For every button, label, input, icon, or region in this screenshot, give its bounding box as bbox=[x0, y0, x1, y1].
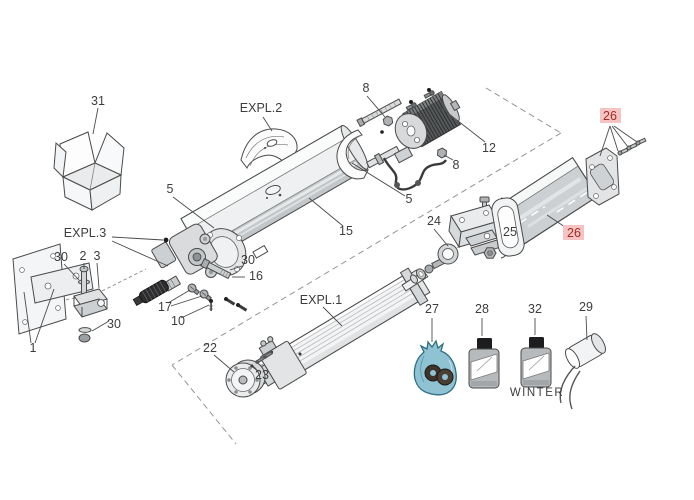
part-label-1: 1 bbox=[30, 341, 37, 355]
end-flange-part-26 bbox=[585, 137, 647, 206]
part-label-31: 31 bbox=[91, 94, 105, 108]
part-labels: 31 EXPL.2 8 12 8 5 5 15 EXPL.3 30 2 3 30… bbox=[30, 81, 621, 399]
screw-part-17 bbox=[187, 283, 200, 296]
oil-bottle-part-28 bbox=[468, 338, 500, 389]
flange-screw bbox=[617, 147, 629, 156]
oil-bottle-winter-part-32 bbox=[520, 337, 552, 388]
hex-nut-part-8-bottom bbox=[436, 147, 448, 159]
part-label-23: 23 bbox=[255, 368, 269, 382]
part-label-16: 16 bbox=[249, 269, 263, 283]
part-label-17: 17 bbox=[158, 300, 172, 314]
part-label-5b: 5 bbox=[406, 192, 413, 206]
capacitor-part-29 bbox=[559, 333, 606, 410]
part-label-28: 28 bbox=[475, 302, 489, 316]
clevis-fork-part-3 bbox=[73, 288, 108, 318]
part-label-32: 32 bbox=[528, 302, 542, 316]
dome-nut bbox=[78, 333, 91, 343]
part-label-5a: 5 bbox=[167, 182, 174, 196]
part-label-12: 12 bbox=[482, 141, 496, 155]
threaded-stud bbox=[356, 98, 402, 128]
motor-screw bbox=[423, 90, 435, 99]
part-label-24: 24 bbox=[427, 214, 441, 228]
end-cap-part-22 bbox=[225, 359, 266, 398]
hex-nut-part-8-top bbox=[382, 115, 394, 127]
part-label-30b: 30 bbox=[107, 317, 121, 331]
small-screw bbox=[236, 303, 248, 312]
motor-screw bbox=[405, 102, 417, 111]
part-label-25: 25 bbox=[503, 225, 517, 239]
part-label-22: 22 bbox=[203, 341, 217, 355]
part-label-8a: 8 bbox=[363, 81, 370, 95]
part-label-29: 29 bbox=[579, 300, 593, 314]
fastener-group bbox=[187, 258, 248, 312]
motor-part-12 bbox=[356, 88, 462, 159]
part-label-26a: 26 bbox=[603, 109, 617, 123]
part-label-15: 15 bbox=[339, 224, 353, 238]
part-label-expl3: EXPL.3 bbox=[64, 226, 106, 240]
part-label-8b: 8 bbox=[453, 158, 460, 172]
part-label-30a: 30 bbox=[54, 250, 68, 264]
highlight-badge-26b bbox=[563, 225, 584, 240]
filler-plug bbox=[265, 185, 281, 195]
part-label-expl1: EXPL.1 bbox=[300, 293, 342, 307]
part-label-27: 27 bbox=[425, 302, 439, 316]
actuator-body-part-15 bbox=[180, 125, 369, 263]
part-label-2: 2 bbox=[80, 249, 87, 263]
leader-lines bbox=[23, 95, 638, 373]
rod-end-part-24 bbox=[431, 243, 459, 270]
bolt-part-16 bbox=[200, 258, 232, 280]
rear-flange-assembly bbox=[132, 223, 247, 307]
part-label-10: 10 bbox=[171, 314, 185, 328]
pump-shaft-and-cable bbox=[365, 145, 447, 191]
part-label-expl2: EXPL.2 bbox=[240, 101, 282, 115]
front-bracket-part-25 bbox=[448, 196, 513, 259]
part-label-30c: 30 bbox=[241, 253, 255, 267]
highlight-badge-26a bbox=[600, 108, 621, 123]
pin-part-10 bbox=[209, 299, 213, 311]
stirrup-bracket-part-5 bbox=[336, 129, 369, 180]
part-label-26b: 26 bbox=[567, 226, 581, 240]
carton-box-part-31 bbox=[53, 131, 125, 211]
washer-part-30 bbox=[78, 327, 92, 333]
flange-screw bbox=[635, 137, 647, 146]
screws-part-23 bbox=[250, 350, 274, 368]
part-label-3: 3 bbox=[94, 249, 101, 263]
winter-caption: WINTER bbox=[510, 387, 564, 399]
small-screw bbox=[224, 297, 236, 306]
seal-kit-bag-part-27 bbox=[413, 339, 457, 396]
inner-cylinder-assembly-expl1 bbox=[253, 264, 434, 390]
rod-nut bbox=[424, 264, 434, 274]
cover-open-end bbox=[491, 197, 525, 257]
shaft-boot bbox=[132, 279, 169, 307]
cover-profile-part-26 bbox=[491, 156, 599, 257]
